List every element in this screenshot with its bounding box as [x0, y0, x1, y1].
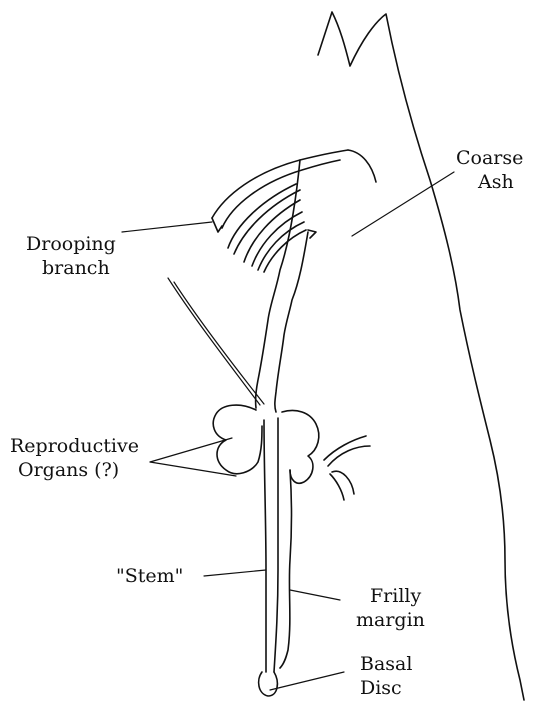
label-drooping-branch-line1: Drooping	[26, 232, 116, 256]
leader-frilly-margin	[290, 590, 340, 600]
leader-reproductive-2	[150, 462, 236, 476]
frilly-margin	[280, 470, 292, 668]
curved-filaments	[324, 436, 370, 500]
leader-basal-disc	[270, 672, 344, 690]
upper-stem-outline	[256, 160, 300, 408]
leader-coarse-ash	[352, 172, 454, 236]
reproductive-organ-right	[282, 411, 319, 484]
lower-stem-left	[264, 420, 266, 672]
label-coarse-ash-line1: Coarse	[456, 146, 523, 170]
label-frilly-line1: Frilly	[356, 584, 425, 608]
label-frilly-line2: margin	[356, 608, 425, 632]
leader-reproductive-1	[150, 438, 232, 462]
label-basal-disc: Basal Disc	[360, 652, 412, 698]
label-reproductive-line1: Reproductive	[10, 434, 139, 458]
label-coarse-ash: Coarse Ash	[456, 146, 523, 194]
diagonal-rod	[168, 278, 260, 405]
label-reproductive-line2: Organs (?)	[10, 458, 139, 482]
label-stem: "Stem"	[116, 564, 183, 588]
label-coarse-ash-line2: Ash	[456, 170, 523, 194]
label-basal-line1: Basal	[360, 652, 412, 676]
leader-drooping-branch	[122, 222, 212, 232]
label-drooping-branch: Drooping branch	[26, 232, 116, 280]
label-basal-line2: Disc	[360, 676, 412, 698]
label-drooping-branch-line2: branch	[26, 256, 116, 280]
label-frilly-margin: Frilly margin	[356, 584, 425, 632]
leader-stem	[204, 570, 266, 576]
lower-stem-right	[274, 418, 278, 672]
basal-disc	[259, 672, 278, 696]
reproductive-organ-left	[213, 405, 262, 474]
label-reproductive-organs: Reproductive Organs (?)	[10, 434, 139, 482]
